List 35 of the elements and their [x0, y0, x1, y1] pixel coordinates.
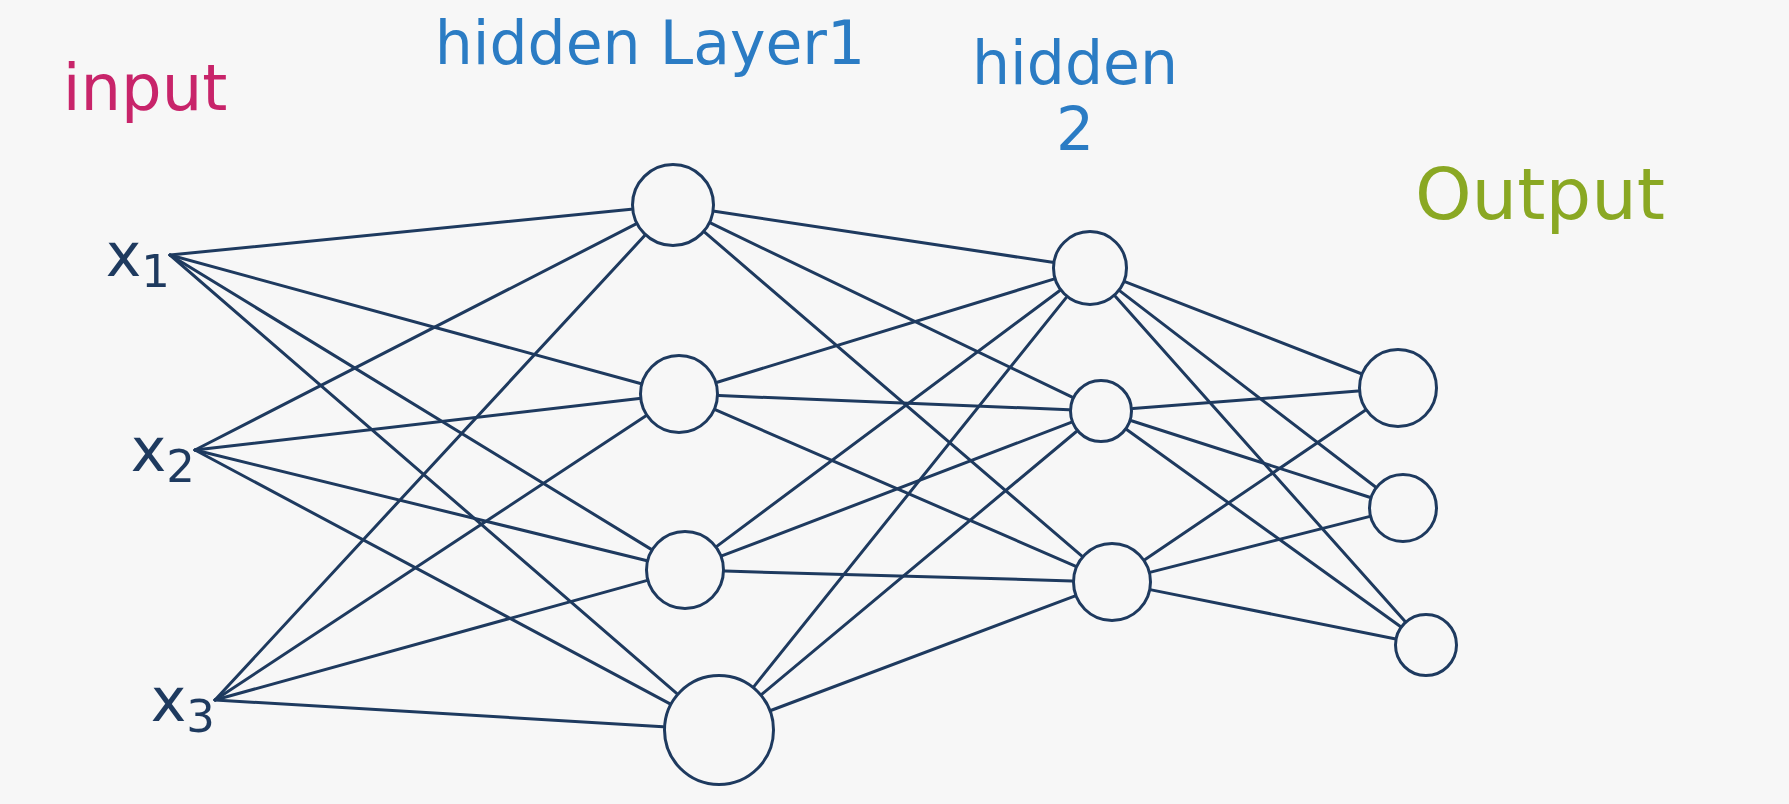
connection-line [723, 569, 1074, 583]
connection-line [760, 430, 1078, 696]
connection-line [1118, 289, 1377, 489]
connection-line [193, 448, 672, 706]
connection-line [715, 289, 1062, 548]
connection-line [193, 397, 641, 452]
connection-line [213, 579, 648, 702]
connection-line [713, 209, 1054, 264]
input-variable: x$_{1}$ [80, 215, 170, 295]
input-variable: x$_{3}$ [125, 660, 215, 740]
connection-line [703, 230, 1084, 558]
connection-line [752, 296, 1068, 688]
connection-line [709, 221, 1074, 399]
connection-line [1149, 588, 1397, 641]
layer-heading: Output [1413, 151, 1667, 238]
connection-line [769, 594, 1077, 712]
input-variable: x$_{2}$ [105, 410, 195, 490]
connection-line [715, 277, 1056, 384]
layer-heading: hidden 2 [971, 30, 1179, 162]
connection-line [1131, 389, 1360, 411]
connection-line [720, 420, 1073, 558]
layer-heading: input [61, 50, 229, 127]
connection-line [168, 253, 679, 695]
connection-line [717, 394, 1071, 412]
layer-heading: hidden Layer1 [433, 10, 867, 76]
connection-line [1123, 280, 1363, 375]
connection-line [1143, 408, 1367, 562]
connection-line [168, 207, 633, 257]
connection-line [213, 234, 646, 702]
connection-line [1129, 419, 1372, 499]
connection-line [1125, 428, 1402, 628]
connection-line [1149, 515, 1371, 574]
connection-line [714, 408, 1077, 568]
connection-line [213, 698, 665, 729]
connection-line [1113, 294, 1407, 623]
